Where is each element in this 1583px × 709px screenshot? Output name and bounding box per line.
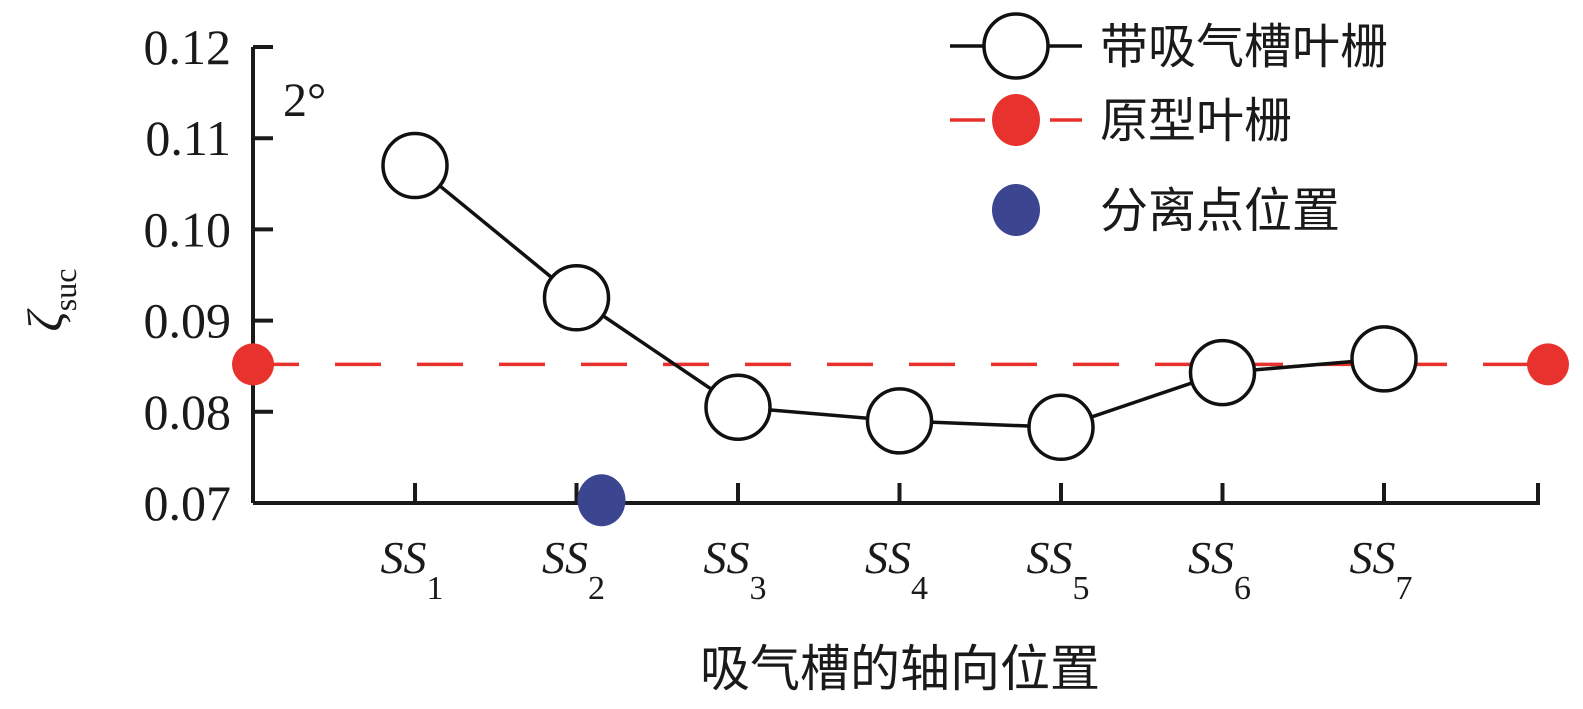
suction-slot-point — [1188, 338, 1257, 407]
y-tick-label: 0.07 — [144, 475, 232, 531]
y-axis-title-subscript: suc — [47, 269, 83, 312]
x-tick-label-base: SS — [865, 532, 911, 583]
x-tick-label-base: SS — [542, 532, 588, 583]
legend-label: 带吸气槽叶栅 — [1100, 21, 1388, 74]
x-tick-label-subscript: 2 — [588, 570, 605, 607]
y-tick-label: 0.10 — [144, 201, 232, 257]
y-tick-label: 0.11 — [145, 110, 231, 166]
x-tick-label-base: SS — [704, 532, 750, 583]
labels: 2° 吸气槽的轴向位置 ζsuc — [17, 74, 1100, 697]
x-tick-label: SS4 — [865, 532, 928, 607]
x-tick-label-base: SS — [381, 532, 427, 583]
separation-point-marker — [577, 474, 626, 527]
legend-label: 原型叶栅 — [1100, 95, 1292, 148]
x-tick-label-base: SS — [1027, 532, 1073, 583]
x-tick-label-subscript: 7 — [1396, 570, 1413, 607]
x-tick-label-subscript: 5 — [1073, 570, 1090, 607]
x-tick-label: SS7 — [1350, 532, 1413, 607]
legend-marker-separation — [992, 184, 1040, 236]
suction-slot-point — [865, 387, 934, 455]
series — [232, 131, 1569, 527]
prototype-marker-left — [232, 343, 274, 386]
suction-slot-point — [1027, 393, 1095, 462]
x-tick-label: SS5 — [1027, 532, 1090, 607]
x-tick-label-subscript: 1 — [427, 570, 444, 607]
x-tick-label-subscript: 6 — [1234, 570, 1251, 607]
suction-slot-point — [381, 131, 449, 200]
x-tick-label: SS1 — [381, 532, 444, 607]
suction-slot-point — [704, 373, 772, 441]
y-tick-label: 0.08 — [144, 384, 232, 440]
x-tick-label: SS6 — [1188, 532, 1251, 607]
prototype-marker-right — [1527, 343, 1569, 386]
suction-slot-point — [542, 264, 611, 332]
y-tick-label: 0.09 — [144, 293, 232, 349]
axes: 0.070.080.090.100.110.12SS1SS2SS3SS4SS5S… — [144, 19, 1540, 607]
legend-label: 分离点位置 — [1100, 185, 1340, 238]
x-tick-label-subscript: 4 — [911, 570, 928, 607]
x-axis-title: 吸气槽的轴向位置 — [700, 641, 1100, 697]
y-axis-title-symbol: ζ — [17, 307, 73, 331]
y-tick-label: 0.12 — [144, 19, 232, 75]
x-tick-label-subscript: 3 — [750, 570, 767, 607]
legend-marker-suction-slot — [982, 12, 1050, 80]
x-tick-label-base: SS — [1350, 532, 1396, 583]
x-tick-label: SS3 — [704, 532, 767, 607]
x-tick-label-base: SS — [1188, 532, 1234, 583]
annotation-angle: 2° — [283, 74, 326, 127]
y-axis-title: ζsuc — [17, 269, 83, 332]
x-tick-label: SS2 — [542, 532, 605, 607]
legend-marker-prototype — [992, 94, 1040, 146]
suction-slot-point — [1350, 325, 1418, 393]
